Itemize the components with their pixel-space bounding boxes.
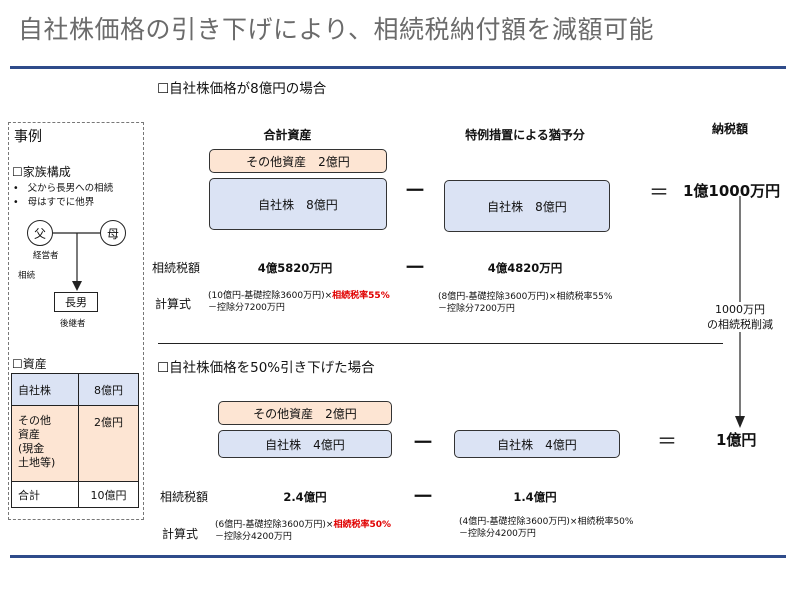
family-heading: ☐家族構成 [12,165,71,179]
asset-name: 自社株 [11,373,79,406]
top-divider [10,66,786,69]
case2-tax-minus: － [411,485,434,510]
case2-tax-total: 2.4億円 [283,490,327,504]
case1-calc-special: (8億円-基礎控除3600万円)×相続税率55% －控除分7200万円 [438,292,613,314]
col-total-header: 合計資産 [263,128,312,142]
page-title: 自社株価格の引き下げにより、相続税納付額を減額可能 [18,15,655,44]
asset-row: その他 資産 (現金 土地等) 2億円 [11,405,139,482]
asset-row: 合計 10億円 [11,481,139,508]
case-title: 事例 [14,129,42,145]
asset-value: 10億円 [78,481,139,508]
mother-node: 母 [100,220,126,246]
case2-calc-special: (4億円-基礎控除3600万円)×相続税率50% －控除分4200万円 [459,517,634,539]
case2-equals: ＝ [657,429,677,453]
case2-other-asset-box: その他資産 2億円 [218,401,392,425]
asset-name: 合計 [11,481,79,508]
father-role: 経営者 [33,251,59,261]
son-node: 長男 [54,292,98,312]
family-tree-lines [53,232,100,291]
case2-calc-total: (6億円-基礎控除3600万円)×相続税率50% －控除分4200万円 [215,520,391,542]
bullet-1: • 父から長男への相続 [13,183,114,194]
case-panel [8,122,144,520]
reduction-note: 1000万円の相続税削減 [680,302,798,332]
case2-result: 1億円 [716,431,757,449]
case1-minus: － [403,179,426,204]
col-tax-header: 納税額 [711,122,748,136]
case1-equals: ＝ [649,180,669,204]
case1-calc-label: 計算式 [155,297,192,311]
asset-name: その他 資産 (現金 土地等) [11,405,79,482]
asset-value: 8億円 [78,373,139,406]
bullet-2: • 母はすでに他界 [13,197,95,208]
col-special-header: 特例措置による猶予分 [465,128,585,142]
case1-tax-total: 4億5820万円 [257,261,333,275]
assets-table: 自社株 8億円 その他 資産 (現金 土地等) 2億円 合計 10億円 [11,373,139,508]
asset-value: 2億円 [78,405,139,482]
father-node: 父 [27,220,53,246]
son-role: 後継者 [60,319,86,329]
case1-result: 1億1000万円 [683,182,781,200]
asset-row: 自社株 8億円 [11,373,139,406]
case1-tax-special: 4億4820万円 [487,261,563,275]
case1-calc-total: (10億円-基礎控除3600万円)×相続税率55% －控除分7200万円 [208,291,390,313]
bottom-divider [10,555,786,558]
case1-heading: ☐自社株価格が8億円の場合 [157,81,327,97]
case1-stock-box: 自社株 8億円 [209,178,387,230]
assets-heading: ☐資産 [12,357,47,371]
case2-heading: ☐自社株価格を50%引き下げた場合 [157,360,375,376]
case1-tax-minus: － [403,256,426,281]
case2-calc-label: 計算式 [162,527,199,541]
case1-special-stock-box: 自社株 8億円 [444,180,610,232]
case2-tax-label: 相続税額 [160,490,209,504]
inherit-label: 相続 [18,271,36,281]
case2-minus: － [411,431,434,456]
case2-special-stock-box: 自社株 4億円 [454,430,620,458]
case2-tax-special: 1.4億円 [513,490,557,504]
case1-other-asset-box: その他資産 2億円 [209,149,387,173]
section-divider [158,343,723,344]
case2-stock-box: 自社株 4億円 [218,430,392,458]
case1-tax-label: 相続税額 [152,261,201,275]
